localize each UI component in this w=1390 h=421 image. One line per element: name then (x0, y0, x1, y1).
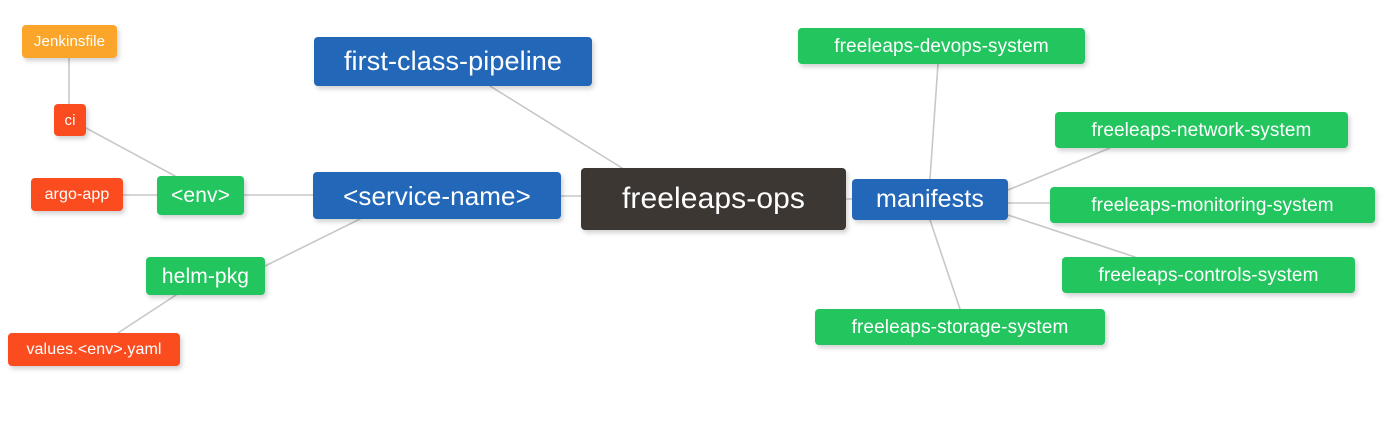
node-service-name[interactable]: <service-name> (313, 172, 561, 219)
edge-service-name-to-helm-pkg (264, 218, 361, 267)
node-label: freeleaps-ops (621, 182, 806, 215)
node-freeleaps-controls-system[interactable]: freeleaps-controls-system (1062, 257, 1355, 293)
node-label: Jenkinsfile (33, 33, 106, 50)
node-argo-app[interactable]: argo-app (31, 178, 123, 211)
node-env[interactable]: <env> (157, 176, 244, 215)
node-label: ci (64, 111, 76, 129)
node-label: freeleaps-monitoring-system (1091, 194, 1334, 216)
node-label: freeleaps-controls-system (1098, 264, 1319, 286)
node-freeleaps-devops-system[interactable]: freeleaps-devops-system (798, 28, 1085, 64)
node-freeleaps-network-system[interactable]: freeleaps-network-system (1055, 112, 1348, 148)
node-manifests[interactable]: manifests (852, 179, 1008, 220)
edge-manifests-to-freeleaps-network-system (1007, 147, 1111, 191)
node-label: helm-pkg (161, 264, 250, 288)
edge-helm-pkg-to-values-env-yaml (117, 294, 177, 334)
edge-freeleaps-devops-system-to-manifests (929, 63, 939, 180)
node-label: freeleaps-devops-system (834, 35, 1049, 57)
node-jenkinsfile[interactable]: Jenkinsfile (22, 25, 117, 58)
node-freeleaps-storage-system[interactable]: freeleaps-storage-system (815, 309, 1105, 345)
node-ci[interactable]: ci (54, 104, 86, 136)
edge-first-class-pipeline-to-freeleaps-ops (489, 85, 623, 169)
node-label: <env> (171, 184, 230, 207)
node-label: freeleaps-network-system (1091, 119, 1312, 141)
node-label: first-class-pipeline (343, 46, 563, 76)
node-label: freeleaps-storage-system (851, 316, 1069, 338)
edge-manifests-to-freeleaps-storage-system (929, 219, 961, 310)
node-values-env-yaml[interactable]: values.<env>.yaml (8, 333, 180, 366)
edge-ci-to-env (85, 127, 176, 177)
node-label: manifests (876, 185, 984, 213)
node-freeleaps-ops[interactable]: freeleaps-ops (581, 168, 846, 230)
node-helm-pkg[interactable]: helm-pkg (146, 257, 265, 295)
node-label: values.<env>.yaml (26, 340, 162, 358)
node-label: argo-app (44, 185, 110, 203)
node-label: <service-name> (343, 180, 531, 211)
node-first-class-pipeline[interactable]: first-class-pipeline (314, 37, 592, 86)
node-freeleaps-monitoring-system[interactable]: freeleaps-monitoring-system (1050, 187, 1375, 223)
